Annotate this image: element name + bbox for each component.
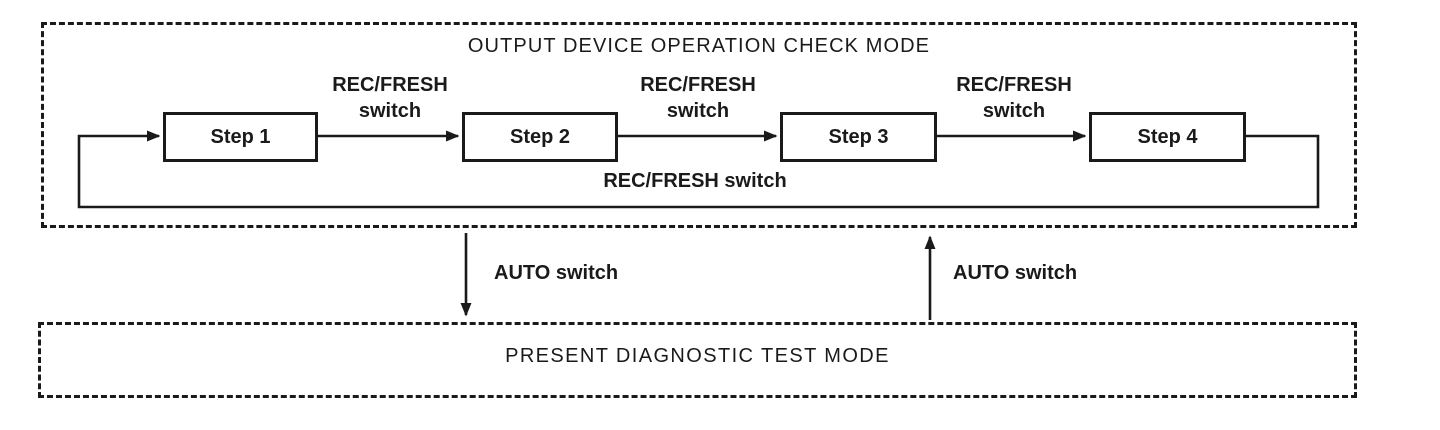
rec-fresh-switch-label-2: REC/FRESH switch [588,72,808,124]
auto-switch-label-up: AUTO switch [953,262,1078,284]
step-2-label: Step 2 [509,125,571,148]
output-device-check-mode-box: OUTPUT DEVICE OPERATION CHECK MODE [41,22,1357,228]
rec-fresh-switch-label-1-line2: switch [358,100,422,122]
rec-fresh-switch-label-3-line2: switch [982,100,1046,122]
rec-fresh-switch-label-1: REC/FRESH switch [280,72,500,124]
rec-fresh-switch-label-3-line1: REC/FRESH [956,74,1072,96]
rec-fresh-switch-label-2-line2: switch [666,100,730,122]
top-mode-title: OUTPUT DEVICE OPERATION CHECK MODE [467,35,931,57]
step-3-label: Step 3 [828,125,889,148]
bottom-mode-title: PRESENT DIAGNOSTIC TEST MODE [505,345,890,367]
auto-switch-label-down: AUTO switch [494,262,619,284]
rec-fresh-switch-label-3: REC/FRESH switch [904,72,1124,124]
step-1-label: Step 1 [210,125,271,148]
rec-fresh-loop-label: REC/FRESH switch [603,170,787,192]
step-4-label: Step 4 [1137,125,1198,148]
rec-fresh-switch-label-2-line1: REC/FRESH [640,74,756,96]
present-diagnostic-test-mode-box: PRESENT DIAGNOSTIC TEST MODE [38,322,1357,398]
rec-fresh-switch-label-1-line1: REC/FRESH [332,74,448,96]
